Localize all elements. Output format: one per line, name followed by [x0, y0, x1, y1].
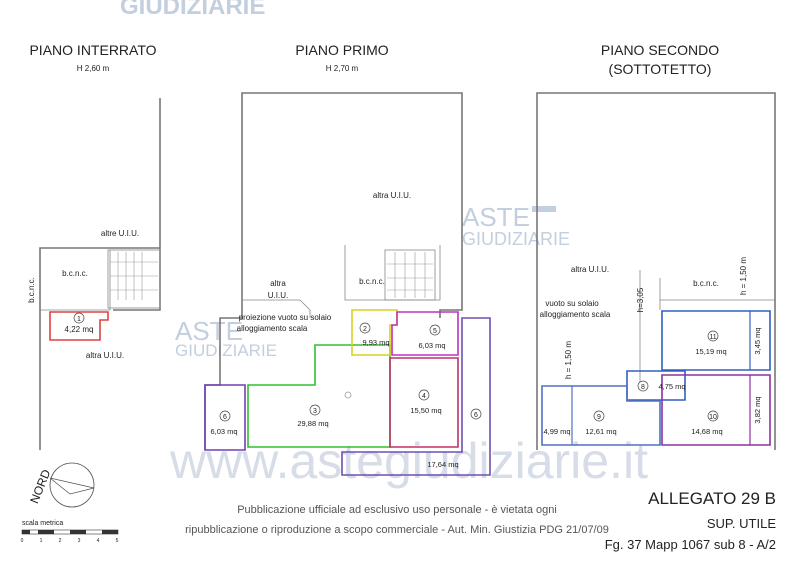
scale-tick-0: 0: [21, 538, 24, 544]
scale-tick-3: 3: [78, 538, 81, 544]
footer-line-2: ripubblicazione o riproduzione a scopo c…: [185, 524, 609, 536]
room-11-area: 15,19 mq: [695, 347, 726, 356]
room-1-number: 1: [77, 316, 81, 323]
scale-tick-2: 2: [59, 538, 62, 544]
room-markers: 1 4,22 mq 2 9,93 mq 3 29,88 mq 4 15,50 m…: [65, 312, 762, 469]
label-altra-uiu-interrato: altra U.I.U.: [86, 351, 124, 360]
watermark-giudiziarie-left: GIUDIZIARIE: [175, 341, 277, 360]
label-altra-uiu-primo: altra U.I.U.: [373, 191, 411, 200]
label-bcnc-primo: b.c.n.c.: [359, 277, 385, 286]
north-arrow: NORD: [27, 462, 95, 508]
scale-tick-4: 4: [97, 538, 100, 544]
room-9-outline: [541, 385, 661, 446]
room-3-outline: [247, 344, 391, 448]
room-6-right-area: 17,64 mq: [427, 460, 458, 469]
room-2-area: 9,93 mq: [362, 338, 389, 347]
plan-interrato: altre U.I.U. b.c.n.c. b.c.n.c. altra U.I…: [27, 98, 161, 450]
room-1-outline: [49, 311, 109, 341]
room-3-area: 29,88 mq: [297, 419, 328, 428]
room-6-right-outline: [341, 317, 491, 476]
watermark-aste-left: ASTE: [175, 316, 243, 346]
room-2-number: 2: [363, 326, 367, 333]
floor-title-interrato: PIANO INTERRATO: [29, 42, 156, 58]
room-9-area: 12,61 mq: [585, 427, 616, 436]
watermark-site: www.astegiudiziarie.it: [169, 433, 648, 489]
label-altre-uiu: altre U.I.U.: [101, 229, 139, 238]
scale-tick-5: 5: [116, 538, 119, 544]
watermark-gavel-icon: [532, 206, 556, 212]
footer-line-1: Pubblicazione ufficiale ad esclusivo uso…: [237, 504, 557, 516]
floor-height-interrato: H 2,60 m: [77, 64, 110, 73]
label-h150-left: h = 1,50 m: [564, 341, 573, 379]
room-5-area: 6,03 mq: [418, 341, 445, 350]
room-6-left-number: 6: [223, 414, 227, 421]
room-4-area: 15,50 mq: [410, 406, 441, 415]
cadastral-reference: Fg. 37 Mapp 1067 sub 8 - A/2: [605, 537, 776, 552]
label-bcnc-vertical: b.c.n.c.: [27, 277, 36, 303]
room-10-number: 10: [709, 414, 717, 421]
room-5-number: 5: [433, 328, 437, 335]
room-10-area: 14,68 mq: [691, 427, 722, 436]
floor-title-primo: PIANO PRIMO: [295, 42, 388, 58]
allegato-title: ALLEGATO 29 B: [648, 489, 776, 508]
symbol-circle: [344, 391, 352, 399]
room-10-outline: [661, 374, 771, 446]
label-bcnc-interrato: b.c.n.c.: [62, 269, 88, 278]
label-vuoto-1: vuoto su solaio: [545, 299, 599, 308]
label-altra: altra: [270, 279, 286, 288]
room-2-outline: [351, 309, 398, 356]
plan-secondo: altra U.I.U. b.c.n.c. vuoto su solaio al…: [536, 92, 776, 450]
label-vuoto-2: alloggiamento scala: [540, 310, 611, 319]
room-4-outline: [389, 357, 459, 448]
room-10-sub-area: 3,82 mq: [753, 396, 762, 423]
room-11-outline: [661, 310, 771, 371]
plan-primo: altra U.I.U. altra U.I.U. b.c.n.c. proie…: [204, 92, 491, 476]
room-3-number: 3: [313, 408, 317, 415]
label-h305: h=3,05: [636, 287, 645, 312]
floor-subtitle-secondo: (SOTTOTETTO): [609, 61, 712, 77]
label-proiezione-2: alloggiamento scala: [237, 324, 308, 333]
room-5-outline: [391, 311, 459, 356]
label-bcnc-secondo: b.c.n.c.: [693, 279, 719, 288]
sup-utile: SUP. UTILE: [707, 516, 776, 531]
label-h150-top: h = 1,50 m: [739, 257, 748, 295]
room-1-area: 4,22 mq: [65, 325, 94, 334]
room-6-left-area: 6,03 mq: [210, 427, 237, 436]
room-9-sub-area: 4,99 mq: [543, 427, 570, 436]
room-6-right-number: 6: [474, 412, 478, 419]
room-11-sub-area: 3,45 mq: [753, 327, 762, 354]
north-label: NORD: [27, 467, 53, 505]
scale-tick-1: 1: [40, 538, 43, 544]
room-4-number: 4: [422, 393, 426, 400]
watermark-aste-center: ASTE: [462, 202, 530, 232]
watermark-giudiziarie-center: GIUDIZIARIE: [462, 229, 570, 249]
north-arrow-icon: [49, 477, 95, 495]
room-9-number: 9: [597, 414, 601, 421]
label-proiezione-1: proiezione vuoto su solaio: [239, 313, 332, 322]
label-uiu: U.I.U.: [268, 291, 288, 300]
scale-label: scala metrica: [22, 520, 63, 527]
room-8-number: 8: [641, 384, 645, 391]
room-8-area: 4,75 mq: [658, 382, 685, 391]
room-11-number: 11: [709, 334, 716, 341]
label-altra-uiu-secondo: altra U.I.U.: [571, 265, 609, 274]
floor-title-secondo: PIANO SECONDO: [601, 42, 719, 58]
floor-height-primo: H 2,70 m: [326, 64, 359, 73]
watermark-top: GIUDIZIARIE: [120, 0, 265, 20]
scale-bar: scala metrica 0 1 2 3 4 5: [21, 520, 119, 544]
room-6-left-outline: [204, 384, 246, 451]
